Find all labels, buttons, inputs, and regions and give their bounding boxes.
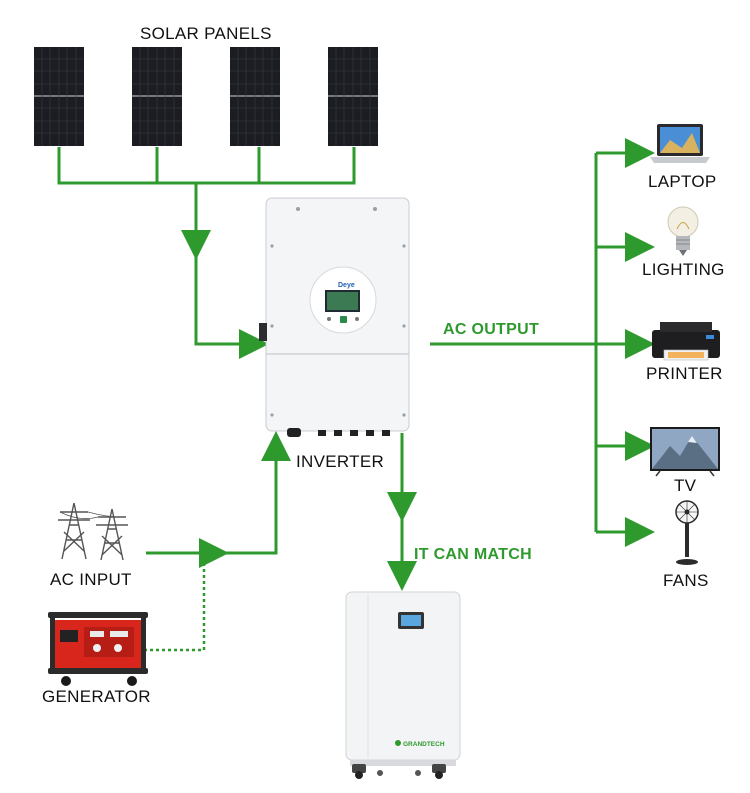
printer-icon: [652, 322, 720, 361]
inverter-label: INVERTER: [296, 452, 385, 471]
solar-panel-icon: [230, 47, 280, 146]
transmission-tower-icon: [58, 502, 128, 561]
generator-label: GENERATOR: [42, 687, 151, 706]
battery-icon: [345, 591, 461, 779]
light-bulb-icon: [667, 206, 699, 256]
laptop-icon: [650, 124, 710, 163]
printer-label: PRINTER: [646, 364, 723, 383]
solar-panel-icon: [132, 47, 182, 146]
fans-label: FANS: [663, 571, 709, 590]
solar-panel-icon: [328, 47, 378, 146]
it-can-match-label: IT CAN MATCH: [414, 546, 532, 563]
battery-brand: GRANDTECH: [403, 741, 445, 748]
tv-label: TV: [674, 476, 697, 495]
inverter-brand: Deye: [338, 282, 355, 289]
fan-icon: [675, 500, 699, 565]
tv-icon: [650, 427, 720, 477]
ac-input-label: AC INPUT: [50, 570, 132, 589]
connector-lines: [57, 138, 655, 591]
lighting-label: LIGHTING: [642, 260, 725, 279]
generator-icon: [48, 612, 148, 686]
generator-link-dotted: [144, 555, 206, 652]
ac-output-label: AC OUTPUT: [443, 321, 540, 338]
laptop-label: LAPTOP: [648, 172, 717, 191]
solar-panel-icon: [34, 47, 84, 146]
inverter-icon: [259, 197, 410, 437]
solar-panels-label: SOLAR PANELS: [140, 24, 272, 43]
